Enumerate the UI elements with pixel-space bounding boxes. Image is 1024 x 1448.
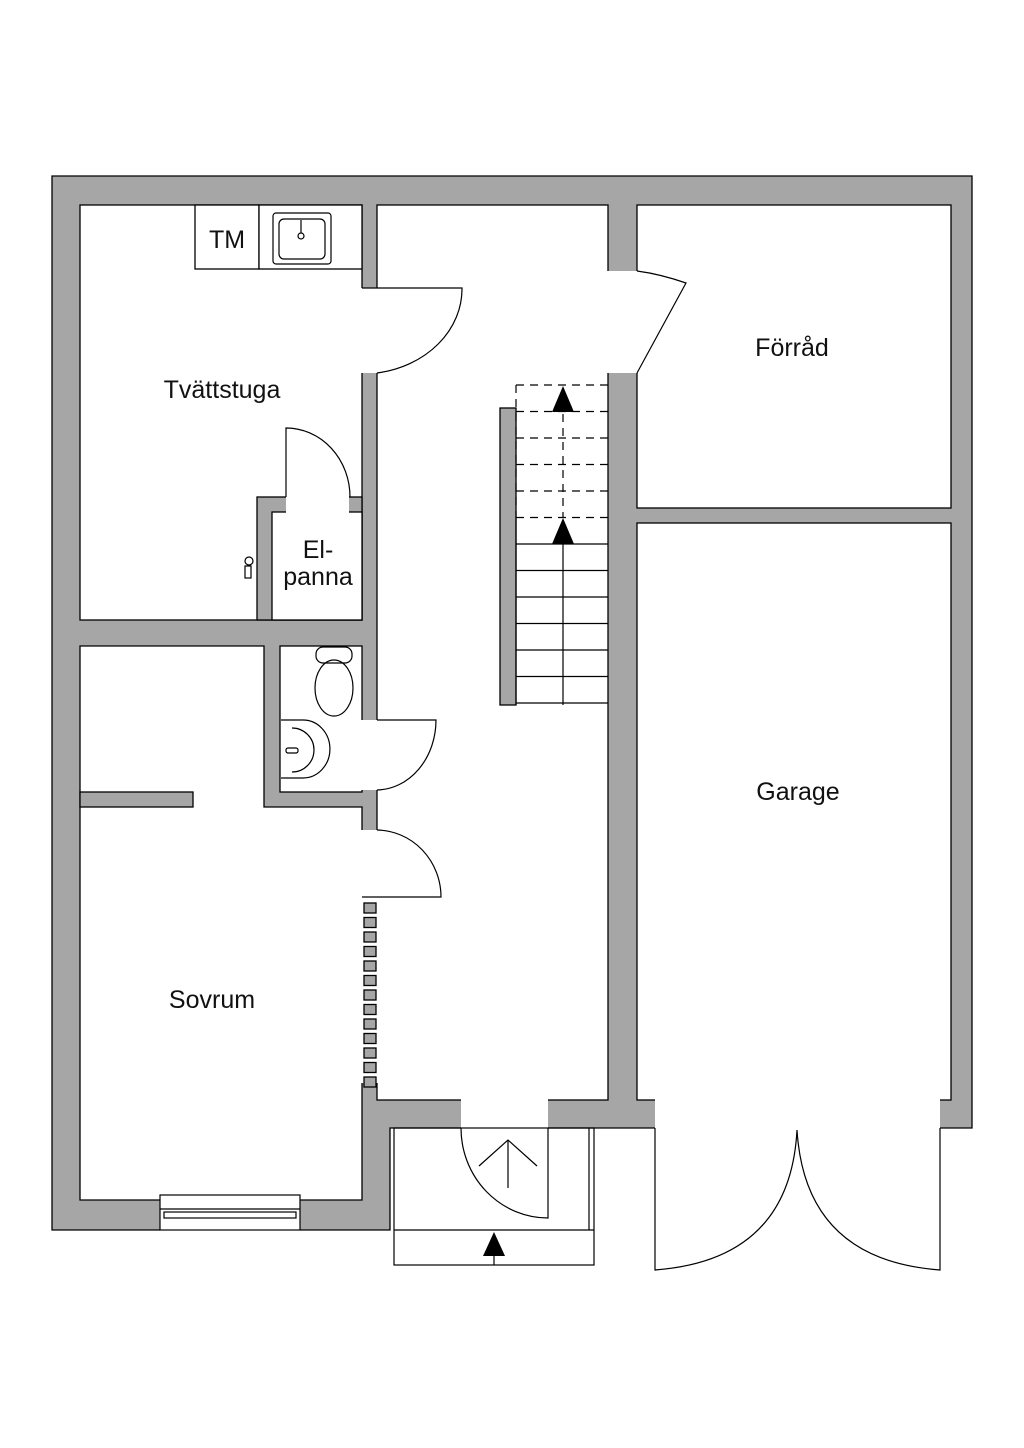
stair-arrow-lower-icon <box>552 518 574 544</box>
room-storage <box>636 204 952 509</box>
entrance-arrow-icon <box>478 1139 538 1188</box>
washer-label: TM <box>209 226 245 254</box>
partition-block <box>363 1032 377 1045</box>
toilet-icon <box>314 646 354 717</box>
tap-icon <box>244 556 254 579</box>
partition-block <box>363 1047 377 1059</box>
partition-block <box>363 1061 377 1074</box>
stair-arrow-upper-icon <box>552 386 574 412</box>
sink-basin <box>278 218 326 260</box>
label-boiler-1: El- <box>303 536 334 564</box>
partition-block <box>363 945 377 958</box>
boiler-door-swing <box>285 427 351 498</box>
label-laundry: Tvättstuga <box>164 376 281 404</box>
label-storage: Förråd <box>755 334 829 362</box>
bedroom-door-opening <box>361 830 378 897</box>
storage-door-opening <box>607 271 638 373</box>
label-garage: Garage <box>756 778 839 806</box>
garage-door-opening <box>655 1099 940 1129</box>
wc-door-swing <box>376 719 437 791</box>
partition-block <box>363 960 377 972</box>
entrance-door-swing <box>460 1127 549 1219</box>
wc-door-opening <box>361 720 378 790</box>
room-bedroom <box>79 645 363 1201</box>
closet-divider <box>79 791 194 808</box>
partition-block <box>363 974 377 987</box>
bedroom-partition-blocks <box>363 902 377 1088</box>
stair-stringer <box>499 407 517 706</box>
staircase <box>515 384 608 705</box>
window-opening <box>160 1199 300 1231</box>
room-boiler <box>271 511 363 621</box>
room-garage <box>636 522 952 1101</box>
label-boiler-2: panna <box>283 563 353 591</box>
counter <box>258 204 363 270</box>
partition-block <box>363 902 377 914</box>
entrance-opening <box>461 1099 548 1129</box>
laundry-door-swing <box>362 287 463 374</box>
boiler-door-opening <box>286 495 349 514</box>
washer-box <box>194 204 260 270</box>
bedroom-window <box>159 1194 301 1231</box>
partition-block <box>363 1076 377 1088</box>
partition-block <box>363 931 377 943</box>
bedroom-door-swing <box>362 829 442 898</box>
laundry-door-opening <box>361 288 378 373</box>
partition-block <box>363 916 377 929</box>
sink-icon <box>272 212 332 265</box>
partition-block <box>363 1018 377 1030</box>
label-bedroom: Sovrum <box>169 986 255 1014</box>
entry-arrow-icon <box>483 1232 505 1265</box>
partition-block <box>363 1003 377 1016</box>
storage-door-swing <box>636 270 687 374</box>
hallway <box>376 204 609 1101</box>
garage-doors <box>654 1128 941 1271</box>
washbasin-icon <box>281 719 331 779</box>
partition-block <box>363 989 377 1001</box>
